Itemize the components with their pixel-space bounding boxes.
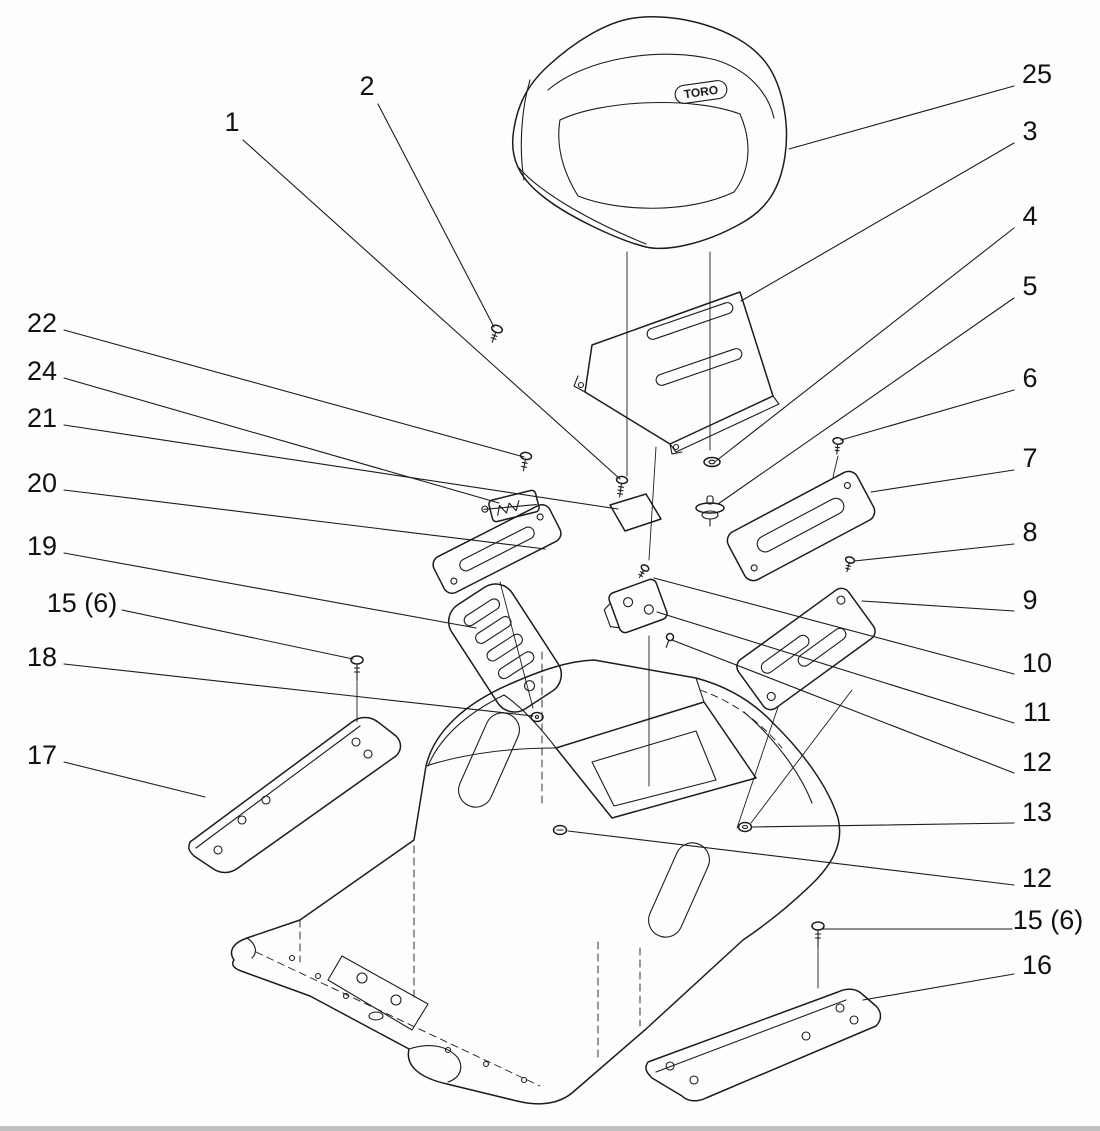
mount-plate-right-part — [645, 988, 882, 1102]
callout-label: 2 — [359, 71, 374, 101]
callout-leader-line — [656, 611, 1015, 724]
callout-label: 22 — [27, 308, 57, 338]
callout-label: 12 — [1022, 863, 1052, 893]
callout-leader-line — [63, 489, 546, 550]
hinge-bracket-part — [603, 578, 668, 634]
callout-leader-line — [717, 297, 1015, 505]
callout-label: 13 — [1022, 797, 1052, 827]
callout-label: 18 — [27, 642, 57, 672]
callout-label: 11 — [1023, 697, 1051, 727]
callout-leader-line — [121, 609, 354, 660]
callout-leader-line — [63, 377, 500, 504]
seat-plate-part — [573, 291, 780, 455]
callout-leader-line — [840, 389, 1015, 441]
screw-10-part — [638, 564, 650, 579]
screw-12-upper-part — [665, 632, 675, 648]
callout-leader-line — [853, 543, 1015, 562]
callout-leader-line — [377, 103, 495, 328]
callout-label: 4 — [1022, 201, 1037, 231]
callout-label: 17 — [27, 740, 57, 770]
screw-12-lower-part — [552, 824, 568, 836]
screw-22-part — [519, 451, 533, 472]
callout-label: 1 — [224, 107, 239, 137]
callout-label: 15 (6) — [1013, 905, 1084, 935]
bolt-1-part — [615, 475, 629, 498]
body-fender-part — [230, 659, 841, 1105]
screw-15-right-part — [811, 921, 825, 948]
screw-2-part — [490, 324, 504, 343]
callout-label: 12 — [1022, 747, 1052, 777]
callout-leader-line — [567, 830, 1015, 886]
callout-leader-line — [751, 822, 1015, 828]
support-plate-left-part — [432, 504, 562, 594]
callout-leader-line — [740, 142, 1015, 302]
callout-label: 5 — [1022, 271, 1037, 301]
callout-label: 19 — [27, 531, 57, 561]
callout-label: 3 — [1022, 116, 1037, 146]
screw-13-part — [737, 821, 753, 833]
callout-leader-line — [242, 139, 621, 480]
callout-leader-line — [788, 85, 1015, 150]
callout-label: 25 — [1022, 59, 1052, 89]
support-plate-right-part — [726, 470, 876, 582]
leader-lines — [63, 85, 1015, 1001]
callout-leader-line — [870, 469, 1015, 493]
callout-label: 8 — [1022, 517, 1037, 547]
callout-leader-line — [715, 227, 1015, 462]
callout-leader-line — [653, 577, 1015, 675]
callout-label: 24 — [27, 356, 57, 386]
callout-label: 20 — [27, 468, 57, 498]
mount-plate-left-part — [188, 716, 402, 874]
callout-label: 6 — [1022, 363, 1037, 393]
callout-label: 21 — [27, 403, 57, 433]
seat-logo-badge: TORO — [674, 80, 728, 104]
bottom-divider — [0, 1126, 1100, 1131]
projection-lines — [356, 251, 853, 989]
latch-spring-part — [481, 489, 540, 523]
knob-5-part — [695, 495, 725, 527]
callout-leader-line — [63, 552, 477, 629]
screw-15-left-part — [350, 655, 364, 682]
callout-label: 10 — [1022, 648, 1052, 678]
washer-4-part — [703, 456, 721, 468]
callout-leader-line — [63, 761, 206, 798]
callout-label: 15 (6) — [47, 588, 118, 618]
callout-leader-line — [63, 329, 525, 458]
support-bracket-right-part — [736, 587, 876, 711]
screw-8-part — [844, 556, 856, 573]
seat-part: TORO — [511, 16, 788, 250]
callout-leader-line — [861, 600, 1015, 612]
screw-6-part — [832, 437, 844, 455]
boss-18-part — [530, 711, 544, 723]
seat-logo-text: TORO — [683, 83, 719, 102]
callout-label: 7 — [1022, 443, 1037, 473]
callout-label: 9 — [1022, 585, 1037, 615]
callout-leader-line — [671, 639, 1015, 774]
callout-leader-line — [63, 663, 534, 717]
callout-leader-line — [63, 424, 619, 510]
pad-part — [609, 493, 662, 532]
callout-label: 16 — [1022, 950, 1052, 980]
curved-bracket-part — [447, 583, 563, 713]
callout-leader-line — [862, 973, 1015, 1001]
